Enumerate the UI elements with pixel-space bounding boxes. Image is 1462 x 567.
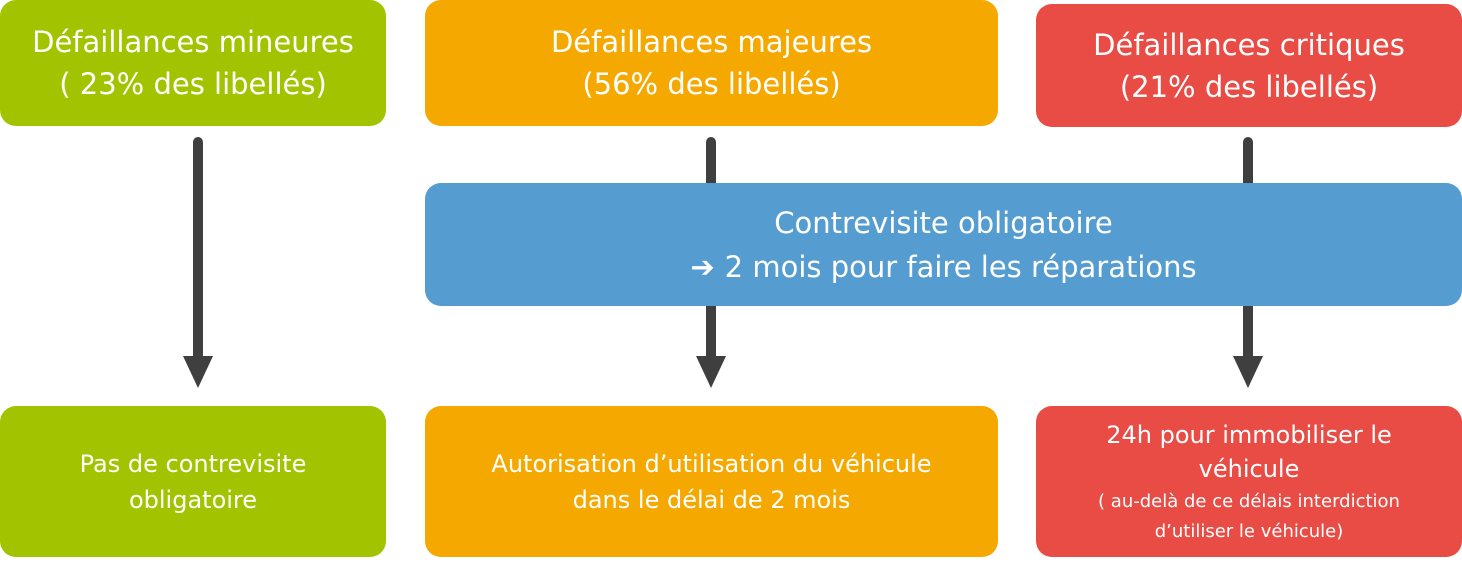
mandatory-recheck-title: Contrevisite obligatoire [774,205,1113,240]
immobilization-box: 24h pour immobiliser le véhicule ( au-de… [1036,406,1462,557]
critical-defects-share: (21% des libellés) [1119,69,1379,104]
immobilization-note-line2: d’utiliser le véhicule) [1154,520,1344,542]
minor-defects-box: Défaillances mineures ( 23% des libellés… [0,0,386,126]
repair-deadline-line: ➔ 2 mois pour faire les réparations [690,245,1196,289]
critical-defects-box: Défaillances critiques (21% des libellés… [1036,4,1462,127]
no-recheck-line2: obligatoire [128,485,258,514]
major-defects-title: Défaillances majeures [550,25,873,59]
usage-authorization-line1: Autorisation d’utilisation du véhicule [491,449,932,478]
mandatory-recheck-box: Contrevisite obligatoire ➔ 2 mois pour fa… [425,183,1462,306]
critical-defects-title: Défaillances critiques [1093,27,1405,62]
repair-deadline-text: 2 mois pour faire les réparations [724,249,1197,284]
right-arrow-icon: ➔ [690,249,715,284]
usage-authorization-line2: dans le délai de 2 mois [572,485,851,514]
arrow-critical-head [1233,356,1263,388]
no-recheck-line1: Pas de contrevisite [79,449,307,478]
immobilization-note-line1: ( au-delà de ce délais interdiction [1098,490,1400,512]
minor-defects-share: ( 23% des libellés) [59,67,327,101]
minor-defects-title: Défaillances mineures [32,25,354,59]
no-recheck-box: Pas de contrevisite obligatoire [0,406,386,557]
arrow-major-head [696,356,726,388]
immobilization-line1: 24h pour immobiliser le [1106,420,1392,449]
usage-authorization-box: Autorisation d’utilisation du véhicule d… [425,406,998,557]
immobilization-line2: véhicule [1198,454,1300,483]
major-defects-share: (56% des libellés) [582,67,841,101]
major-defects-box: Défaillances majeures (56% des libellés) [425,0,998,126]
arrow-minor-head [183,356,213,388]
